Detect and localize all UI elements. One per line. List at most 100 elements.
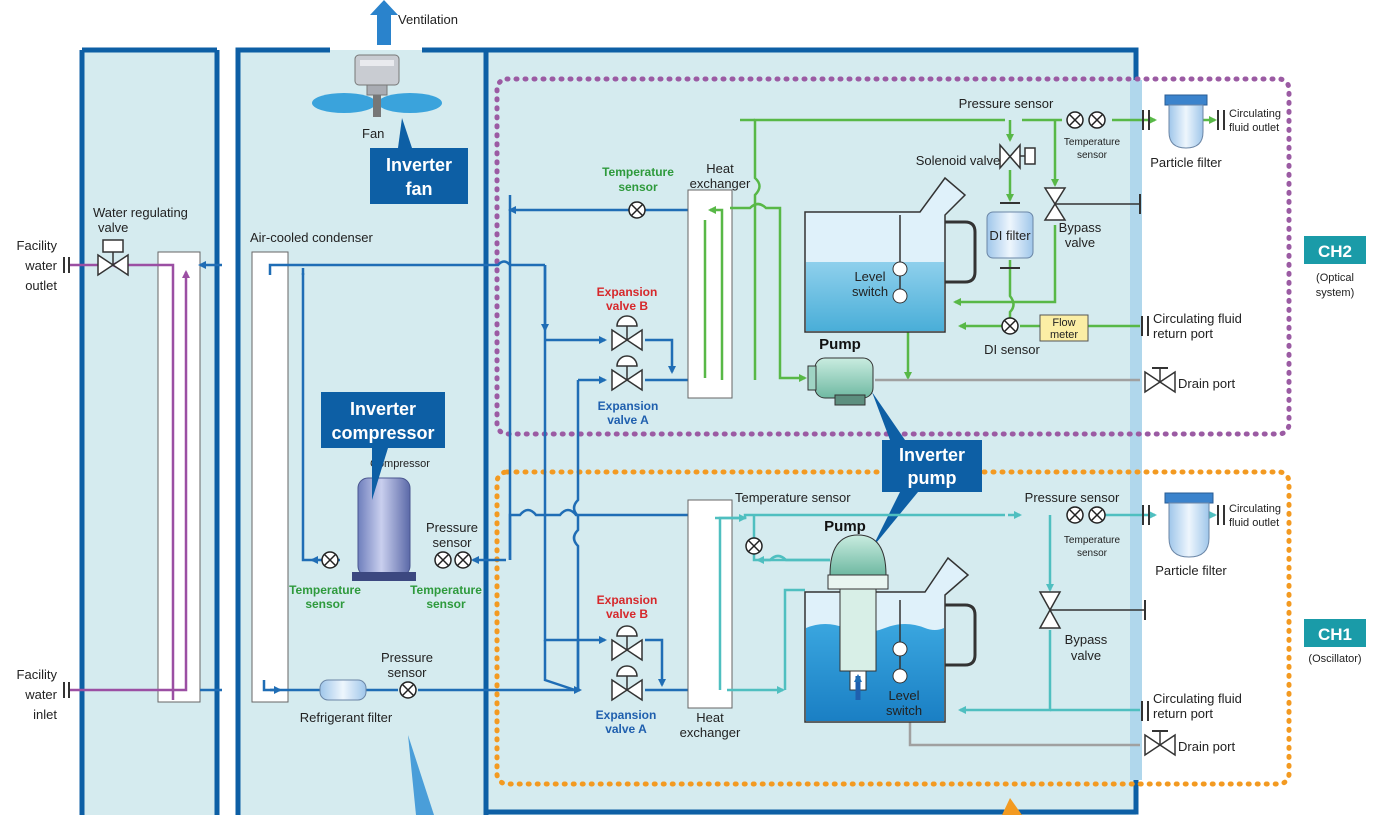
inverter-pump-callout: Inverter pump <box>872 392 982 548</box>
refrigerant-filter-label: Refrigerant filter <box>300 710 393 725</box>
svg-text:fan: fan <box>406 179 433 199</box>
flow-meter-label: Flow <box>1052 317 1075 329</box>
facility-water-inlet-label: water <box>24 687 57 702</box>
ch2-drain-valve-icon <box>1144 367 1176 394</box>
ch1-drain-valve-icon <box>1144 730 1176 757</box>
flow-meter-label: meter <box>1050 329 1078 341</box>
ch2-tank-icon <box>804 176 977 333</box>
facility-water-outlet-label: water <box>24 258 57 273</box>
svg-text:Inverter: Inverter <box>386 155 452 175</box>
pressure-sensor-label: Pressure <box>381 650 433 665</box>
pressure-sensor-icon <box>1066 111 1084 129</box>
facility-water-return-line <box>110 261 175 700</box>
ch2-badge <box>1304 236 1366 264</box>
inverter-compressor-callout: Inverter compressor <box>321 392 445 500</box>
ch1-return-port-label: return port <box>1153 706 1213 721</box>
ch2-expansion-valve-b-label: valve B <box>606 299 648 313</box>
ventilation-arrow <box>370 0 398 45</box>
ch1-return-port-label: Circulating fluid <box>1153 691 1242 706</box>
pressure-sensor-label: sensor <box>432 535 472 550</box>
ch1-level-switch-label: Level <box>888 688 919 703</box>
ch1-drain-port-label: Drain port <box>1178 739 1235 754</box>
compressor-label: Compressor <box>370 458 430 470</box>
temperature-sensor-label: sensor <box>305 597 345 611</box>
ch2-return-port-label: return port <box>1153 326 1213 341</box>
ch2-subtitle: (Optical <box>1316 272 1354 284</box>
air-cooled-condenser-label: Air-cooled condenser <box>250 230 374 245</box>
ch2-heat-exchanger <box>687 189 733 399</box>
refrigerant-filter-icon <box>319 679 367 701</box>
ch1-heat-exchanger-label: Heat <box>696 710 724 725</box>
ch2-outlet-label: Circulating <box>1229 108 1281 120</box>
expansion-valve-icon <box>611 625 643 662</box>
ch1-return-port <box>1141 701 1149 721</box>
ch1-bypass-valve-label: Bypass <box>1065 632 1108 647</box>
ch2-fluid-lines <box>703 116 1217 382</box>
water-heat-exchanger <box>157 251 201 703</box>
ch1-outlet-label: fluid outlet <box>1229 517 1279 529</box>
compressor-icon <box>352 477 416 581</box>
di-sensor-label: DI sensor <box>984 342 1040 357</box>
ch2-pump-label: Pump <box>819 336 861 353</box>
expansion-valve-icon <box>611 665 643 702</box>
ch2-expansion-valve-a-label: valve A <box>607 413 649 427</box>
refrigerant-lines <box>198 195 702 694</box>
ch2-pump-icon <box>807 357 874 406</box>
svg-text:Inverter: Inverter <box>350 399 416 419</box>
di-filter-icon <box>986 202 1034 269</box>
ch1-pump-icon <box>827 534 889 700</box>
pressure-sensor-icon <box>399 681 417 699</box>
ch1-drain-line <box>908 722 1140 747</box>
solenoid-valve-icon <box>999 142 1036 171</box>
facility-water-inlet-label: Facility <box>17 667 58 682</box>
expansion-valve-icon <box>611 355 643 392</box>
ch1-outlet-label: Circulating <box>1229 503 1281 515</box>
ventilation-label: Ventilation <box>398 12 458 27</box>
ch1-badge <box>1304 619 1366 647</box>
ch1-temperature-sensor-label: Temperature sensor <box>735 490 851 505</box>
fan-label: Fan <box>362 126 384 141</box>
svg-text:pump: pump <box>908 468 957 488</box>
temperature-sensor-icon <box>321 551 339 569</box>
ch2-temperature-sensor-label: Temperature <box>1064 137 1121 148</box>
callout-pointer <box>408 735 434 815</box>
particle-filter-icon <box>1164 94 1208 149</box>
ch1-expansion-valve-b-label: Expansion <box>597 593 658 607</box>
ch2-temperature-sensor-label: sensor <box>618 180 658 194</box>
bypass-valve-icon <box>1038 591 1146 629</box>
ch1-fluid-outlet-port <box>1217 505 1225 525</box>
svg-text:compressor: compressor <box>331 423 434 443</box>
ch2-particle-filter-label: Particle filter <box>1150 155 1222 170</box>
ch2-bypass-valve-label: valve <box>1065 235 1095 250</box>
temperature-sensor-icon <box>628 201 646 219</box>
temperature-sensor-icon <box>745 537 763 555</box>
ch2-heat-exchanger-label: exchanger <box>690 176 751 191</box>
fan-icon <box>312 54 442 117</box>
pressure-sensor-label: Pressure <box>426 520 478 535</box>
di-sensor-icon <box>1001 317 1019 335</box>
flow-meter-icon <box>1039 314 1089 342</box>
ch1-level-switch-label: switch <box>886 703 922 718</box>
ch1-bypass-valve-label: valve <box>1071 648 1101 663</box>
expansion-valve-icon <box>611 315 643 352</box>
facility-water-outlet-port <box>63 257 70 273</box>
inverter-fan-callout: Inverter fan <box>370 118 468 204</box>
ch2-outlet-label: fluid outlet <box>1229 122 1279 134</box>
callout-pointer <box>1002 798 1022 815</box>
particle-filter-icon <box>1164 492 1214 558</box>
ch2-bypass-valve-label: Bypass <box>1059 220 1102 235</box>
water-regulating-valve-icon <box>97 239 129 277</box>
facility-water-outlet-label: Facility <box>17 238 58 253</box>
ch2-return-port <box>1141 316 1149 336</box>
bypass-valve-icon <box>1043 187 1141 221</box>
facility-water-outlet-label: outlet <box>25 278 57 293</box>
air-cooled-condenser <box>251 251 289 703</box>
water-regulating-valve-label: Water regulating <box>93 205 188 220</box>
facility-water-supply-line <box>70 270 190 692</box>
ch2-subtitle: system) <box>1316 287 1355 299</box>
temperature-sensor-label: Temperature <box>410 583 482 597</box>
ch1-expansion-valve-b-label: valve B <box>606 607 648 621</box>
ch2-outlet-port <box>1142 110 1150 130</box>
ch1-heat-exchanger-label: exchanger <box>680 725 741 740</box>
